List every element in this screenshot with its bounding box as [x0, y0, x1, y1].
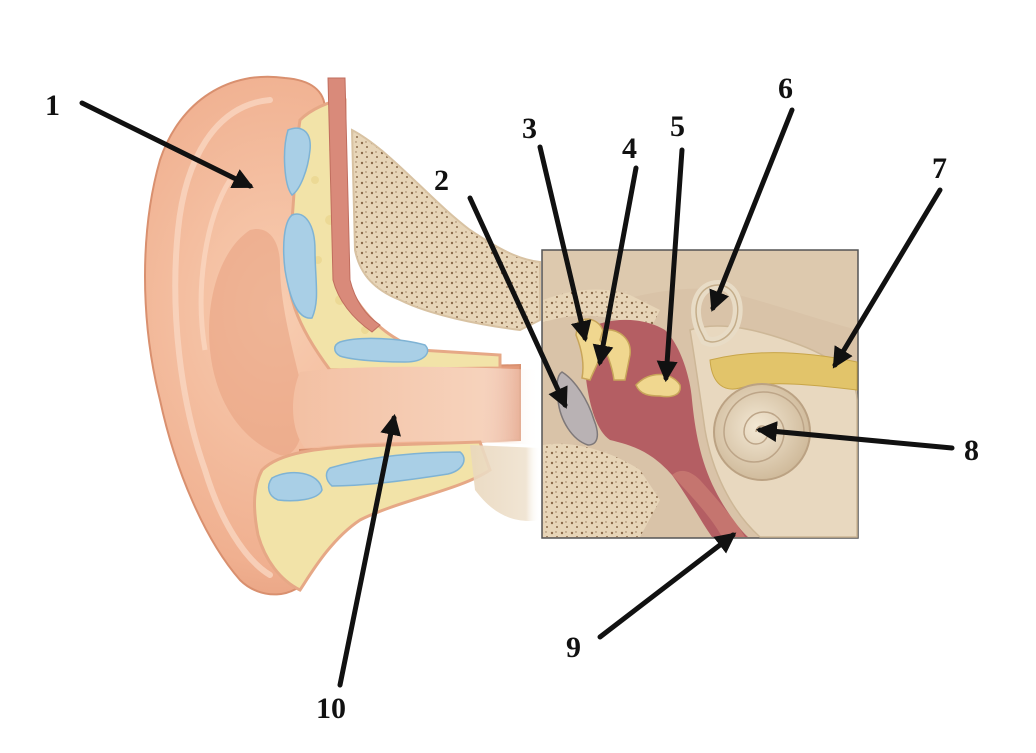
arrow-6	[709, 107, 795, 312]
external-auditory-canal	[293, 366, 540, 448]
temporal-bone-lower	[470, 445, 540, 521]
cartilage-lower	[267, 471, 323, 502]
arrow-2	[467, 195, 568, 409]
cartilage-canal-upper	[334, 337, 429, 363]
arrow-7	[832, 187, 943, 369]
inset-upper-bone	[543, 251, 857, 330]
cartilage-canal-lower	[325, 451, 465, 487]
cartilage-middle	[282, 213, 318, 319]
inset-spongy-bone-bottom	[543, 443, 660, 537]
label-3: 3	[522, 112, 537, 145]
label-6: 6	[778, 72, 793, 105]
helix-rim	[172, 97, 273, 578]
label-7: 7	[932, 152, 947, 185]
outer-ear	[144, 75, 521, 596]
vestibulocochlear-nerve	[709, 352, 858, 391]
number-labels: 1 2 3 4 5 6 7 8 9 10	[45, 72, 979, 725]
label-8: 8	[964, 434, 979, 467]
arrow-3	[537, 144, 592, 343]
middle-inner-ear-inset	[541, 249, 859, 539]
label-9: 9	[566, 631, 581, 664]
arrow-1	[79, 100, 254, 189]
arrow-9	[597, 532, 737, 640]
antihelix	[198, 178, 233, 351]
arrow-8	[755, 421, 955, 451]
eustachian-tube	[672, 470, 745, 537]
inset-spongy-bone-top	[543, 289, 660, 330]
concha	[209, 229, 304, 456]
arrow-4	[592, 165, 639, 367]
label-4: 4	[622, 132, 637, 165]
temporal-muscle-strip	[327, 77, 381, 333]
arrow-5	[656, 147, 685, 383]
label-5: 5	[670, 110, 685, 143]
label-2: 2	[434, 164, 449, 197]
semicircular-canal-outline	[695, 284, 739, 343]
leader-arrows	[79, 100, 955, 688]
temporal-bone-upper	[350, 128, 541, 332]
arrow-10	[337, 413, 401, 688]
head-cross-section	[253, 77, 541, 592]
label-1: 1	[45, 89, 60, 122]
cartilage-upper	[283, 127, 311, 196]
label-10: 10	[316, 692, 346, 725]
